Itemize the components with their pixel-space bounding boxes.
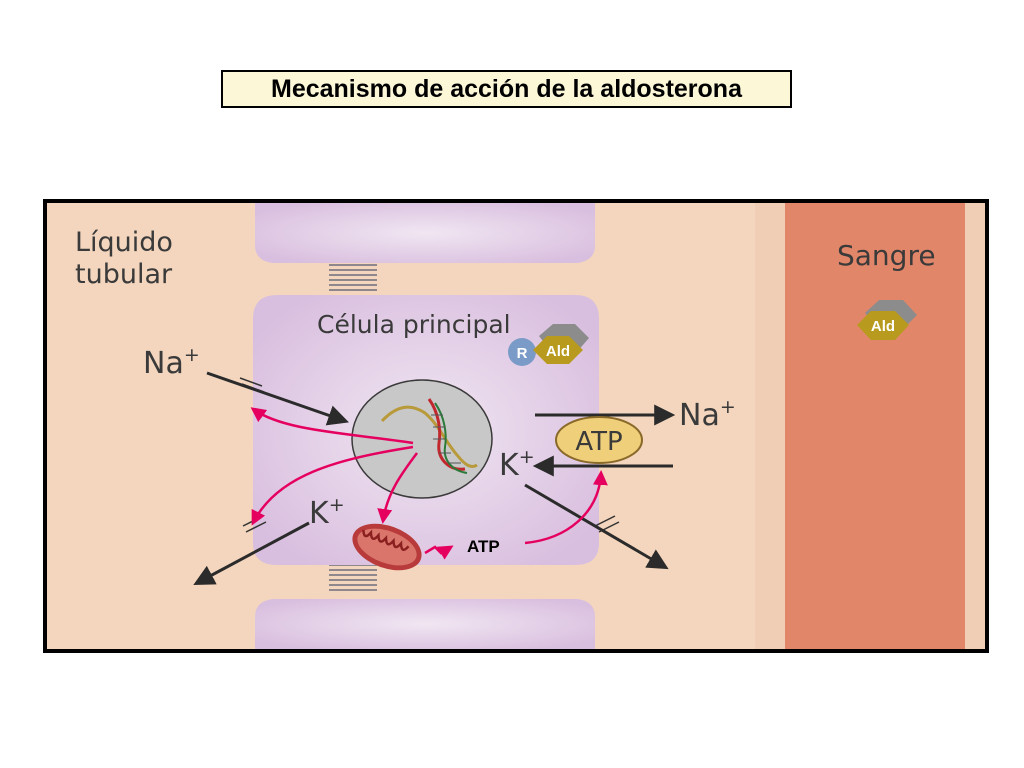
interstitial-strip	[755, 203, 785, 649]
diagram-canvas: Líquido tubular Sangre Célula principal …	[47, 203, 985, 649]
label-blood: Sangre	[837, 239, 936, 272]
label-na-lumen: Na+	[143, 344, 200, 381]
label-aldosterone-cell: Ald	[546, 343, 570, 360]
blood-edge	[965, 203, 985, 649]
upper-cell	[255, 203, 595, 263]
receptor-icon	[508, 338, 536, 366]
label-mitochondria-atp: ATP	[467, 537, 500, 556]
label-aldosterone-blood: Ald	[871, 318, 895, 335]
lower-cell	[255, 599, 595, 649]
label-receptor: R	[517, 345, 528, 362]
title-box: Mecanismo de acción de la aldosterona	[221, 70, 792, 108]
receptor-aldosterone-complex	[508, 324, 589, 366]
tight-junction-top	[329, 264, 377, 291]
k-basolateral-arrow	[524, 483, 669, 570]
mitochondrion-icon	[352, 523, 422, 571]
nucleus-to-na-channel-arrow	[250, 407, 414, 445]
label-k-basolateral: K+	[499, 446, 535, 483]
label-na-blood: Na+	[679, 396, 736, 433]
nucleus	[351, 379, 493, 499]
k-exit-arrow	[193, 521, 310, 585]
nucleus-to-k-channel-arrow	[251, 445, 414, 526]
aldosterone-diagram: Líquido tubular Sangre Célula principal …	[43, 199, 989, 653]
label-k-lumen: K+	[309, 494, 345, 531]
atp-pump	[555, 416, 643, 464]
dna-helix-icon	[380, 398, 478, 474]
label-principal-cell: Célula principal	[317, 310, 511, 339]
blood-region	[785, 203, 965, 649]
mitochondrion-to-atp-arrow	[424, 545, 454, 560]
label-pump-atp: ATP	[575, 427, 622, 457]
na-entry-arrow	[206, 371, 349, 426]
page-title: Mecanismo de acción de la aldosterona	[271, 74, 742, 103]
atp-to-pump-arrow	[524, 470, 608, 545]
nucleus-to-mitochondrion-arrow	[377, 452, 419, 524]
aldosterone-blood-icon	[857, 311, 909, 340]
aldosterone-blood-group	[857, 300, 917, 340]
label-tubular-fluid-line2: tubular	[75, 259, 173, 290]
label-tubular-fluid-line1: Líquido	[75, 227, 173, 258]
aldosterone-cell-icon	[533, 336, 583, 364]
